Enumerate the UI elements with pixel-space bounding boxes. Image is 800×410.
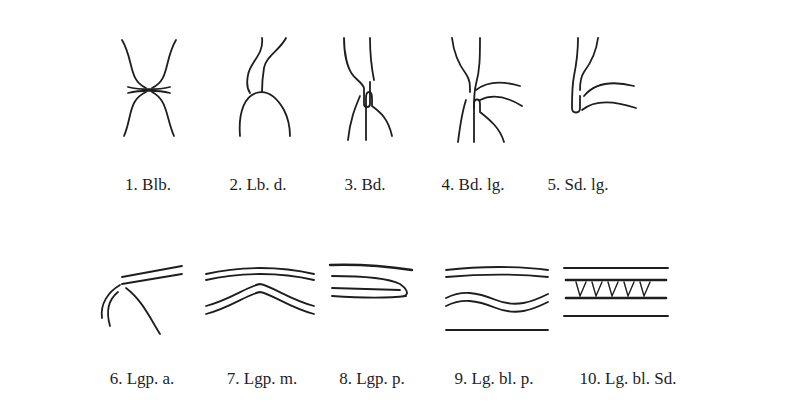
- figure-caption: 9. Lg. bl. p.: [455, 370, 534, 387]
- bidental-lingual-figure: [452, 38, 522, 142]
- laryngeal-figure-a: [102, 266, 182, 334]
- laryngeal-figure-bl-sd: [564, 268, 668, 316]
- figure-caption: 8. Lgp. p.: [339, 370, 405, 387]
- figure-caption: 10. Lg. bl. Sd.: [580, 370, 677, 387]
- laryngeal-figure-bl-p: [446, 267, 548, 330]
- figure-caption: 2. Lb. d.: [229, 176, 286, 193]
- figure-caption: 5. Sd. lg.: [548, 176, 609, 193]
- labiodental-figure: [240, 38, 290, 136]
- figure-caption: 6. Lgp. a.: [110, 370, 175, 387]
- bilabial-figure: [122, 40, 176, 136]
- figure-caption: 3. Bd.: [344, 176, 385, 193]
- bidental-figure: [344, 38, 392, 140]
- laryngeal-figure-m: [206, 268, 314, 314]
- subdental-lingual-figure: [572, 38, 636, 113]
- laryngeal-figure-p: [330, 265, 412, 298]
- figure-caption: 4. Bd. lg.: [442, 176, 505, 193]
- figure-caption: 1. Blb.: [125, 176, 171, 193]
- figure-caption: 7. Lgp. m.: [227, 370, 297, 387]
